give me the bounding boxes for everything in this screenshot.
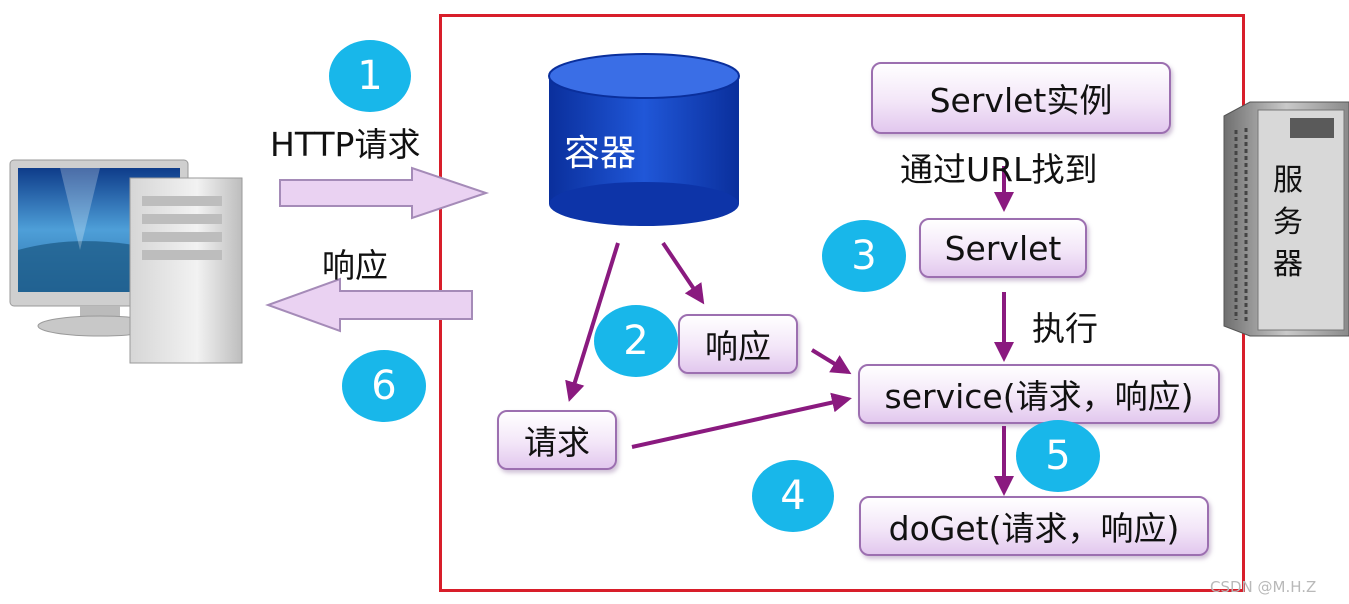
execute-label: 执行 [1032, 309, 1098, 348]
computer-icon [9, 159, 243, 364]
service-box: service(请求，响应) [858, 364, 1220, 424]
arrow-container-to-request [565, 242, 620, 402]
doget-box: doGet(请求，响应) [859, 496, 1209, 556]
container-cylinder [548, 53, 740, 226]
arrow-request-to-service [631, 392, 852, 449]
http-request-label: HTTP请求 [270, 125, 421, 164]
server-icon [1223, 101, 1349, 337]
response-box: 响应 [678, 314, 798, 374]
http-request-arrow [279, 166, 490, 220]
servlet-box: Servlet [919, 218, 1087, 278]
response-label: 响应 [322, 246, 388, 285]
step-2-badge: 2 [594, 305, 678, 377]
arrow-container-to-response [661, 241, 705, 305]
request-box: 请求 [497, 410, 617, 470]
servlet-instance-box: Servlet实例 [871, 62, 1171, 134]
step-5-badge: 5 [1016, 420, 1100, 492]
watermark: CSDN @M.H.Z [1210, 578, 1317, 596]
container-label: 容器 [564, 133, 637, 174]
find-by-url-label: 通过URL找到 [900, 150, 1098, 189]
response-arrow [265, 277, 473, 333]
step-6-badge: 6 [342, 350, 426, 422]
step-1-badge: 1 [329, 40, 411, 112]
step-4-badge: 4 [752, 460, 834, 532]
step-3-badge: 3 [822, 220, 906, 292]
arrow-response-to-service [810, 348, 852, 375]
server-label: 服务器 [1273, 163, 1303, 282]
